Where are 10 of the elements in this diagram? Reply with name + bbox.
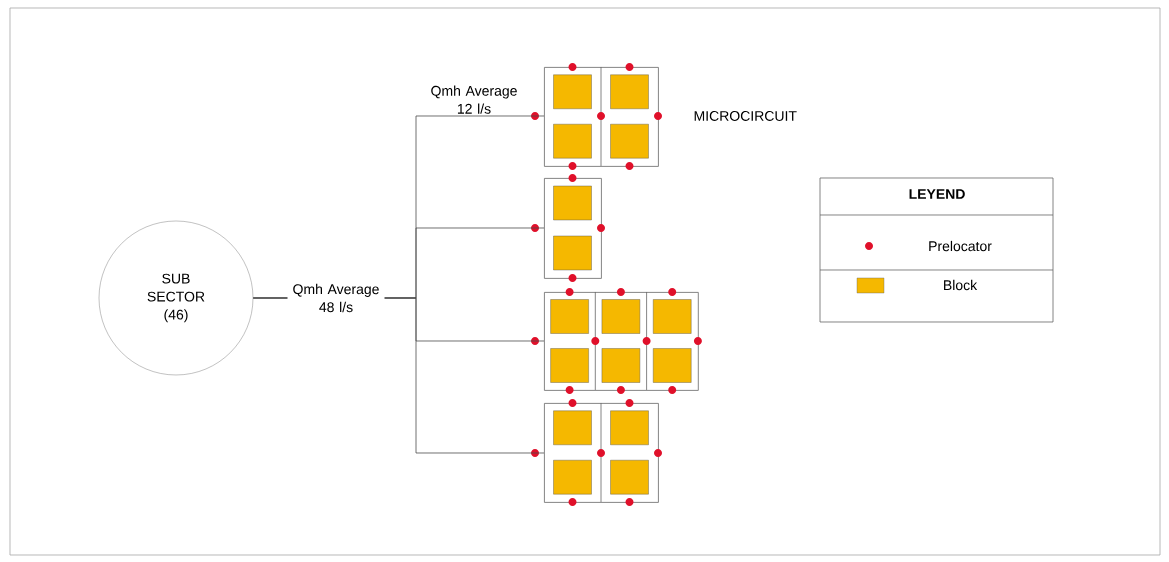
flow-label: Qmh Average 48 l/s — [287, 282, 385, 314]
microcircuit-box — [544, 403, 659, 503]
legend-label: Block — [944, 279, 978, 291]
legend-label: Prelocator — [929, 240, 992, 252]
microcircuit-box — [544, 292, 699, 391]
beside-label: MICROCIRCUIT — [694, 111, 797, 121]
microcircuit-box — [544, 178, 602, 279]
microcircuit-box — [544, 67, 659, 167]
legend-title: LEYEND — [909, 189, 965, 199]
edge-label: Qmh Average 12 l/s — [431, 85, 517, 114]
